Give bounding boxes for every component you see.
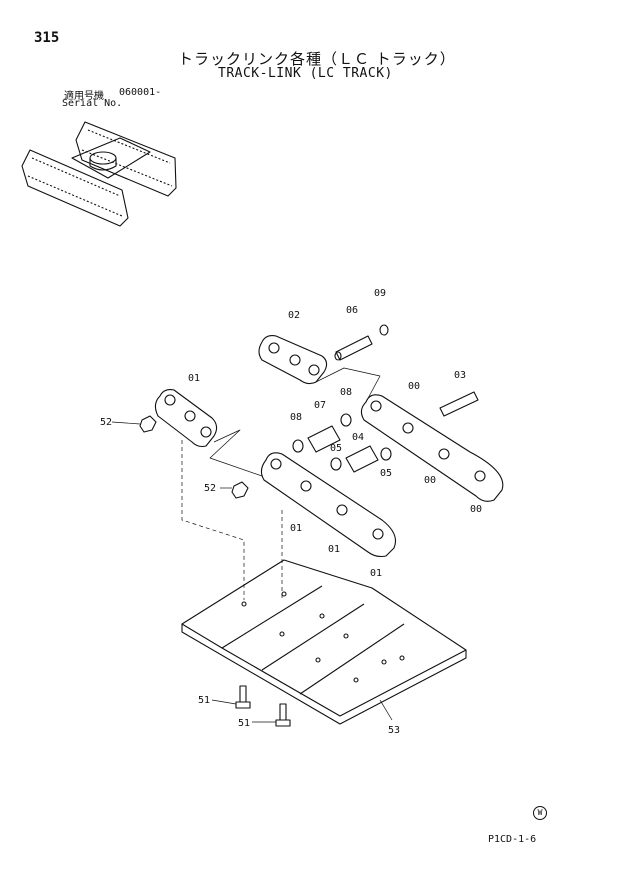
pin-03: [439, 391, 479, 417]
bolt-51-a: [235, 685, 251, 709]
callout-08-a: 08: [290, 412, 302, 423]
callout-09: 09: [374, 288, 386, 299]
bushing-07: [307, 425, 341, 453]
callout-01-d: 01: [370, 568, 382, 579]
callout-01-c: 01: [328, 544, 340, 555]
callout-08-b: 08: [340, 387, 352, 398]
link-02: [258, 335, 328, 385]
nut-52-center: [231, 481, 249, 499]
callout-52-b: 52: [204, 483, 216, 494]
ring-09: [379, 324, 389, 336]
page-title-english: TRACK-LINK (LC TRACK): [218, 66, 393, 81]
bushing-04: [345, 445, 379, 473]
pin-06: [334, 335, 373, 361]
callout-52-a: 52: [100, 417, 112, 428]
seal-05-b: [380, 447, 392, 461]
callout-05-b: 05: [380, 468, 392, 479]
link-01-center: [260, 452, 397, 558]
track-shoe-53: [181, 559, 467, 725]
link-00-right: [360, 394, 504, 502]
seal-08-a: [292, 439, 304, 453]
undercarriage-thumbnail: [21, 121, 177, 227]
callout-03: 03: [454, 370, 466, 381]
callout-00-b: 00: [424, 475, 436, 486]
page-title-japanese: トラックリンク各種（ＬＣ トラック）: [178, 50, 456, 68]
callout-04: 04: [352, 432, 364, 443]
callout-06: 06: [346, 305, 358, 316]
serial-number-value: 060001-: [119, 87, 162, 98]
callout-51-b: 51: [238, 718, 250, 729]
callout-05-a: 05: [330, 443, 342, 454]
callout-02: 02: [288, 310, 300, 321]
callout-01-b: 01: [290, 523, 302, 534]
link-01-left: [154, 389, 218, 448]
callout-07: 07: [314, 400, 326, 411]
callout-53: 53: [388, 725, 400, 736]
manufacturer-mark: W: [533, 806, 547, 820]
serial-label-japanese: 適用号機: [64, 91, 104, 102]
serial-label-english: Serial No.: [62, 98, 123, 109]
seal-08-b: [340, 413, 352, 427]
callout-01-a: 01: [188, 373, 200, 384]
seal-05-a: [330, 457, 342, 471]
callout-00-c: 00: [470, 504, 482, 515]
page-number: 315: [34, 30, 60, 46]
reference-code: P1CD-1-6: [488, 834, 537, 845]
nut-52-left: [139, 415, 157, 433]
callout-00-a: 00: [408, 381, 420, 392]
bolt-51-b: [275, 703, 291, 727]
callout-51-a: 51: [198, 695, 210, 706]
